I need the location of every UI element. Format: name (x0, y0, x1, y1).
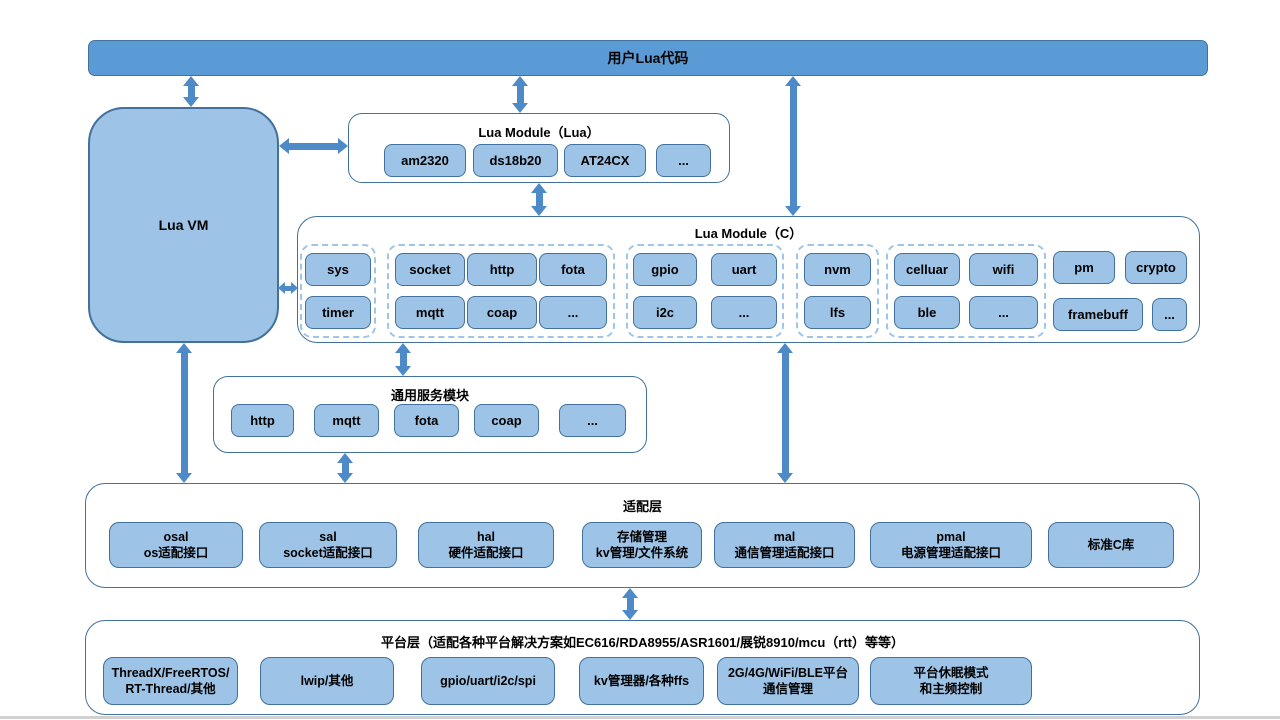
module-chip-uart: uart (711, 253, 777, 286)
module-chip-sys: sys (305, 253, 371, 286)
platform-box-line1: ThreadX/FreeRTOS/RT-Thread/其他 (111, 665, 230, 696)
arrow-userlua-luavm (183, 76, 199, 107)
platform-box-rtos: ThreadX/FreeRTOS/RT-Thread/其他 (103, 657, 238, 705)
platform-box-kv: kv管理器/各种ffs (579, 657, 704, 705)
adapter-box-osal: osal os适配接口 (109, 522, 243, 568)
module-chip-nvm: nvm (804, 253, 871, 286)
adapter-box-stdc: 标准C库 (1048, 522, 1174, 568)
adapter-box-line1: osal (163, 529, 189, 544)
module-chip-crypto: crypto (1125, 251, 1187, 284)
arrow-modulec-adapter (777, 343, 793, 483)
common-services-container: 通用服务模块 http mqtt fota coap ... (213, 376, 647, 453)
module-chip-more: ... (539, 296, 607, 329)
arrow-adapter-platform (622, 588, 638, 620)
module-chip-gpio: gpio (633, 253, 697, 286)
platform-box-line1: lwip/其他 (300, 673, 354, 688)
common-services-title: 通用服务模块 (390, 388, 469, 403)
lua-module-lua-title: Lua Module（Lua） (478, 125, 600, 140)
adapter-box-line1: hal (476, 529, 496, 544)
lua-vm-box: Lua VM (88, 107, 279, 343)
adapter-box-sal: sal socket适配接口 (259, 522, 397, 568)
module-chip-http: http (467, 253, 537, 286)
module-chip-more: ... (711, 296, 777, 329)
platform-box-comm: 2G/4G/WiFi/BLE平台通信管理 (717, 657, 859, 705)
platform-layer-container: 平台层（适配各种平台解决方案如EC616/RDA8955/ASR1601/展锐8… (85, 620, 1200, 715)
arrow-modulelua-modulec (531, 183, 547, 216)
module-chip-i2c: i2c (633, 296, 697, 329)
module-chip-celluar: celluar (894, 253, 960, 286)
arrow-services-adapter (337, 453, 353, 483)
group-wireless: celluar wifi ble ... (886, 244, 1046, 338)
module-chip-more: ... (1152, 298, 1187, 331)
module-chip-socket: socket (395, 253, 465, 286)
adapter-box-pmal: pmal 电源管理适配接口 (870, 522, 1032, 568)
adapter-box-line2: 通信管理适配接口 (734, 546, 835, 560)
adapter-box-line2: 电源管理适配接口 (900, 546, 1001, 560)
slide-bottom-edge (0, 716, 1280, 719)
group-misc: pm crypto framebuff ... (1048, 244, 1192, 338)
user-lua-code-bar: 用户Lua代码 (88, 40, 1208, 76)
module-chip-ds18b20: ds18b20 (473, 144, 558, 177)
adapter-box-line1: 存储管理 (616, 529, 667, 544)
service-chip-coap: coap (474, 404, 539, 437)
platform-box-line1: kv管理器/各种ffs (593, 673, 690, 688)
service-chip-fota: fota (394, 404, 459, 437)
platform-box-gpio: gpio/uart/i2c/spi (421, 657, 555, 705)
module-chip-pm: pm (1053, 251, 1115, 284)
service-chip-http: http (231, 404, 294, 437)
adapter-box-line2: 硬件适配接口 (448, 546, 524, 560)
module-chip-mqtt: mqtt (395, 296, 465, 329)
module-chip-wifi: wifi (969, 253, 1038, 286)
lua-module-lua-container: Lua Module（Lua） am2320 ds18b20 AT24CX ..… (348, 113, 730, 183)
adapter-box-mal: mal 通信管理适配接口 (714, 522, 855, 568)
platform-box-line1: 2G/4G/WiFi/BLE平台通信管理 (727, 665, 849, 696)
platform-layer-title: 平台层（适配各种平台解决方案如EC616/RDA8955/ASR1601/展锐8… (380, 635, 904, 650)
module-chip-framebuff: framebuff (1053, 298, 1143, 331)
adapter-box-line2: os适配接口 (143, 546, 209, 560)
module-chip-more: ... (969, 296, 1038, 329)
module-chip-ble: ble (894, 296, 960, 329)
group-sys-timer: sys timer (300, 244, 376, 338)
adapter-layer-title: 适配层 (622, 499, 662, 514)
group-network: socket http fota mqtt coap ... (387, 244, 615, 338)
module-chip-fota: fota (539, 253, 607, 286)
module-chip-at24cx: AT24CX (564, 144, 646, 177)
adapter-box-storage: 存储管理 kv管理/文件系统 (582, 522, 702, 568)
lua-module-c-title: Lua Module（C） (694, 226, 803, 241)
platform-box-line2: 和主频控制 (919, 682, 983, 696)
adapter-layer-container: 适配层 osal os适配接口 sal socket适配接口 hal 硬件适配接… (85, 483, 1200, 588)
platform-box-lwip: lwip/其他 (260, 657, 394, 705)
module-chip-more: ... (656, 144, 711, 177)
module-chip-timer: timer (305, 296, 371, 329)
group-storage: nvm lfs (796, 244, 879, 338)
module-chip-am2320: am2320 (384, 144, 466, 177)
lua-vm-label: Lua VM (158, 217, 209, 233)
arrow-luavm-adapter (176, 343, 192, 483)
arrow-luavm-modulec (278, 282, 298, 294)
adapter-box-line1: 标准C库 (1087, 537, 1135, 552)
adapter-box-line1: pmal (936, 529, 966, 544)
lua-module-c-container: Lua Module（C） sys timer socket http fota… (297, 216, 1200, 343)
arrow-modulec-services (395, 343, 411, 376)
adapter-box-line1: sal (319, 529, 337, 544)
user-lua-code-label: 用户Lua代码 (607, 50, 689, 66)
adapter-box-line2: kv管理/文件系统 (595, 546, 689, 560)
service-chip-mqtt: mqtt (314, 404, 379, 437)
adapter-box-hal: hal 硬件适配接口 (418, 522, 554, 568)
platform-box-line1: 平台休眠模式 (913, 665, 989, 680)
arrow-userlua-modulelua (512, 76, 528, 113)
arrow-luavm-modulelua (279, 138, 348, 154)
adapter-box-line1: mal (773, 529, 796, 544)
group-peripherals: gpio uart i2c ... (626, 244, 784, 338)
platform-box-sleep: 平台休眠模式 和主频控制 (870, 657, 1032, 705)
arrow-userlua-modulec (785, 76, 801, 216)
platform-box-line1: gpio/uart/i2c/spi (440, 673, 536, 688)
adapter-box-line2: socket适配接口 (283, 546, 373, 560)
module-chip-lfs: lfs (804, 296, 871, 329)
service-chip-more: ... (559, 404, 626, 437)
module-chip-coap: coap (467, 296, 537, 329)
